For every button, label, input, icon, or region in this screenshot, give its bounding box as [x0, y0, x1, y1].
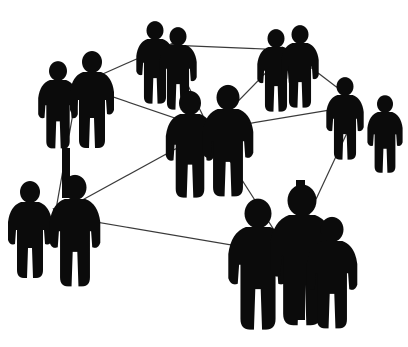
people-group-top-right [257, 25, 318, 111]
people-group-left [8, 175, 100, 287]
people-group-upper-left [38, 51, 114, 148]
people-group-center [166, 85, 254, 198]
person-silhouette [326, 77, 363, 159]
person-silhouette [50, 175, 101, 287]
people-group-right [326, 77, 402, 173]
person-silhouette [367, 95, 402, 173]
people-groups [8, 21, 403, 329]
pole-accent [62, 148, 70, 198]
person-silhouette [203, 85, 254, 197]
person-silhouette [8, 181, 52, 278]
pole-accent [296, 180, 305, 320]
people-group-bottom-right [228, 185, 357, 330]
person-silhouette [70, 51, 114, 148]
